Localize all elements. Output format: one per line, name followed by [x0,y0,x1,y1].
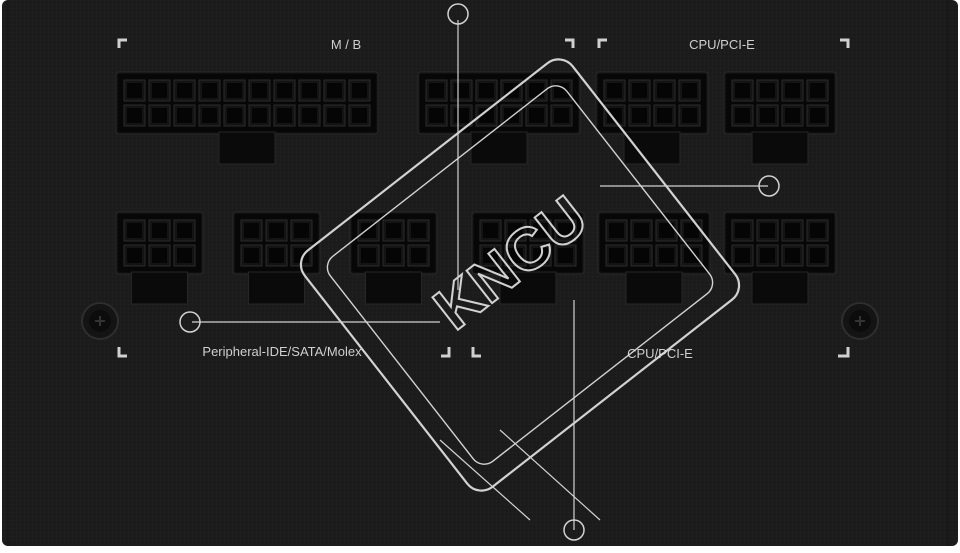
pcie-connector-1 [471,211,585,305]
cpu-pcie-bottom-label: CPU/PCI-E [627,346,693,361]
screw-left [81,302,119,340]
mb-24pin-connector [115,71,379,165]
peripheral-connector-2 [232,211,321,305]
pcie-connector-3 [723,211,837,305]
screw-right [841,302,879,340]
bracket-marks [117,38,850,358]
peripheral-label: Peripheral-IDE/SATA/Molex [202,344,362,359]
mb-label: M / B [331,37,361,52]
peripheral-connector-3 [349,211,438,305]
peripheral-connector-1 [115,211,204,305]
cpu-pcie-top-label: CPU/PCI-E [689,37,755,52]
pcie-connector-2 [597,211,711,305]
cpu-connector-1 [595,71,709,165]
cpu-connector-2 [723,71,837,165]
connector-group [115,71,837,305]
